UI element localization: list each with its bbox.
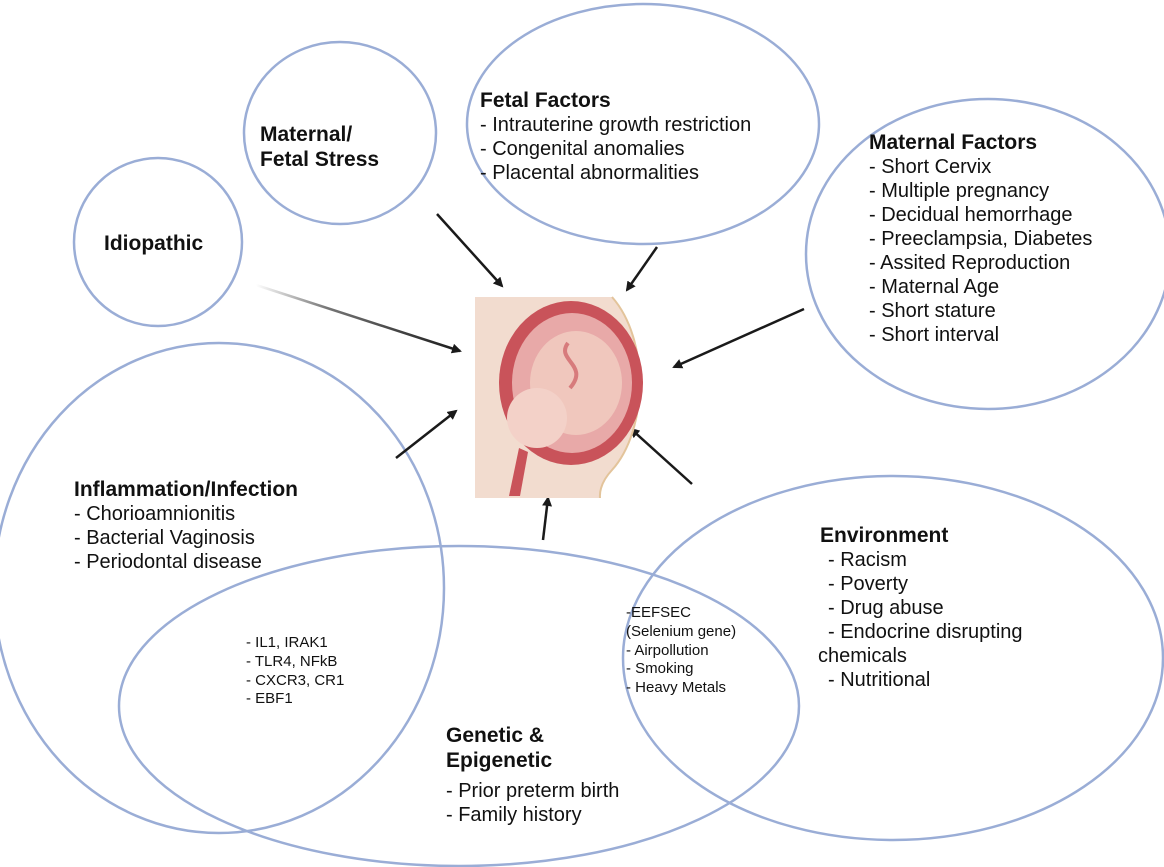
overlap-gene-item: - TLR4, NFkB (246, 653, 344, 672)
stress-title-line2: Fetal Stress (260, 147, 379, 172)
arrow-maternal (674, 309, 804, 367)
arrow-genetic (543, 498, 548, 540)
arrow-inflammation (396, 411, 456, 458)
fetal-item: - Placental abnormalities (480, 161, 751, 185)
maternal-item: - Preeclampsia, Diabetes (869, 227, 1092, 251)
environment-item: chemicals (818, 644, 1023, 668)
inflammation-genetic-overlap: - IL1, IRAK1 - TLR4, NFkB - CXCR3, CR1 -… (246, 634, 344, 709)
overlap-gene-item: - EBF1 (246, 690, 344, 709)
environment-block: Environment - Racism - Poverty - Drug ab… (818, 523, 1023, 692)
maternal-item: - Decidual hemorrhage (869, 203, 1092, 227)
arrow-environment (631, 429, 692, 484)
fetal-factors-title: Fetal Factors (480, 88, 751, 113)
environment-item: - Drug abuse (828, 596, 1023, 620)
maternal-item: - Maternal Age (869, 275, 1092, 299)
stress-title-line1: Maternal/ (260, 122, 379, 147)
genetic-environment-overlap: -EEFSEC (Selenium gene) - Airpollution -… (626, 604, 736, 698)
fetus-head (507, 388, 567, 448)
genetic-title-line1: Genetic & (446, 723, 619, 748)
overlap-gene-item: - IL1, IRAK1 (246, 634, 344, 653)
stress-title: Maternal/ Fetal Stress (260, 122, 379, 172)
overlap-env-item: - Airpollution (626, 642, 736, 661)
fetal-factors-block: Fetal Factors - Intrauterine growth rest… (480, 88, 751, 185)
environment-item: - Racism (828, 548, 1023, 572)
maternal-item: - Short stature (869, 299, 1092, 323)
arrow-idiopathic (256, 285, 460, 351)
overlap-gene-item: - CXCR3, CR1 (246, 672, 344, 691)
genetic-item: - Prior preterm birth (446, 779, 619, 803)
environment-item: - Nutritional (828, 668, 1023, 692)
inflammation-item: - Periodontal disease (74, 550, 298, 574)
genetic-block: Genetic & Epigenetic - Prior preterm bir… (446, 723, 619, 827)
maternal-item: - Assited Reproduction (869, 251, 1092, 275)
maternal-item: - Multiple pregnancy (869, 179, 1092, 203)
overlap-env-item: - Heavy Metals (626, 679, 736, 698)
maternal-factors-block: Maternal Factors - Short Cervix - Multip… (869, 130, 1092, 347)
environment-item: - Endocrine disrupting (828, 620, 1023, 644)
idiopathic-title: Idiopathic (104, 231, 203, 256)
overlap-env-item: -EEFSEC (626, 604, 736, 623)
overlap-env-item: (Selenium gene) (626, 623, 736, 642)
pregnancy-illustration (475, 297, 643, 498)
arrow-stress (437, 214, 502, 286)
environment-title: Environment (820, 523, 1023, 548)
inflammation-item: - Bacterial Vaginosis (74, 526, 298, 550)
maternal-item: - Short interval (869, 323, 1092, 347)
maternal-item: - Short Cervix (869, 155, 1092, 179)
arrow-fetal (627, 247, 657, 290)
maternal-factors-title: Maternal Factors (869, 130, 1092, 155)
fetal-item: - Congenital anomalies (480, 137, 751, 161)
overlap-env-item: - Smoking (626, 660, 736, 679)
inflammation-title: Inflammation/Infection (74, 477, 298, 502)
genetic-title-line2: Epigenetic (446, 748, 619, 773)
genetic-item: - Family history (446, 803, 619, 827)
fetal-item: - Intrauterine growth restriction (480, 113, 751, 137)
environment-item: - Poverty (828, 572, 1023, 596)
inflammation-item: - Chorioamnionitis (74, 502, 298, 526)
inflammation-circle (0, 343, 444, 833)
inflammation-block: Inflammation/Infection - Chorioamnioniti… (74, 477, 298, 574)
